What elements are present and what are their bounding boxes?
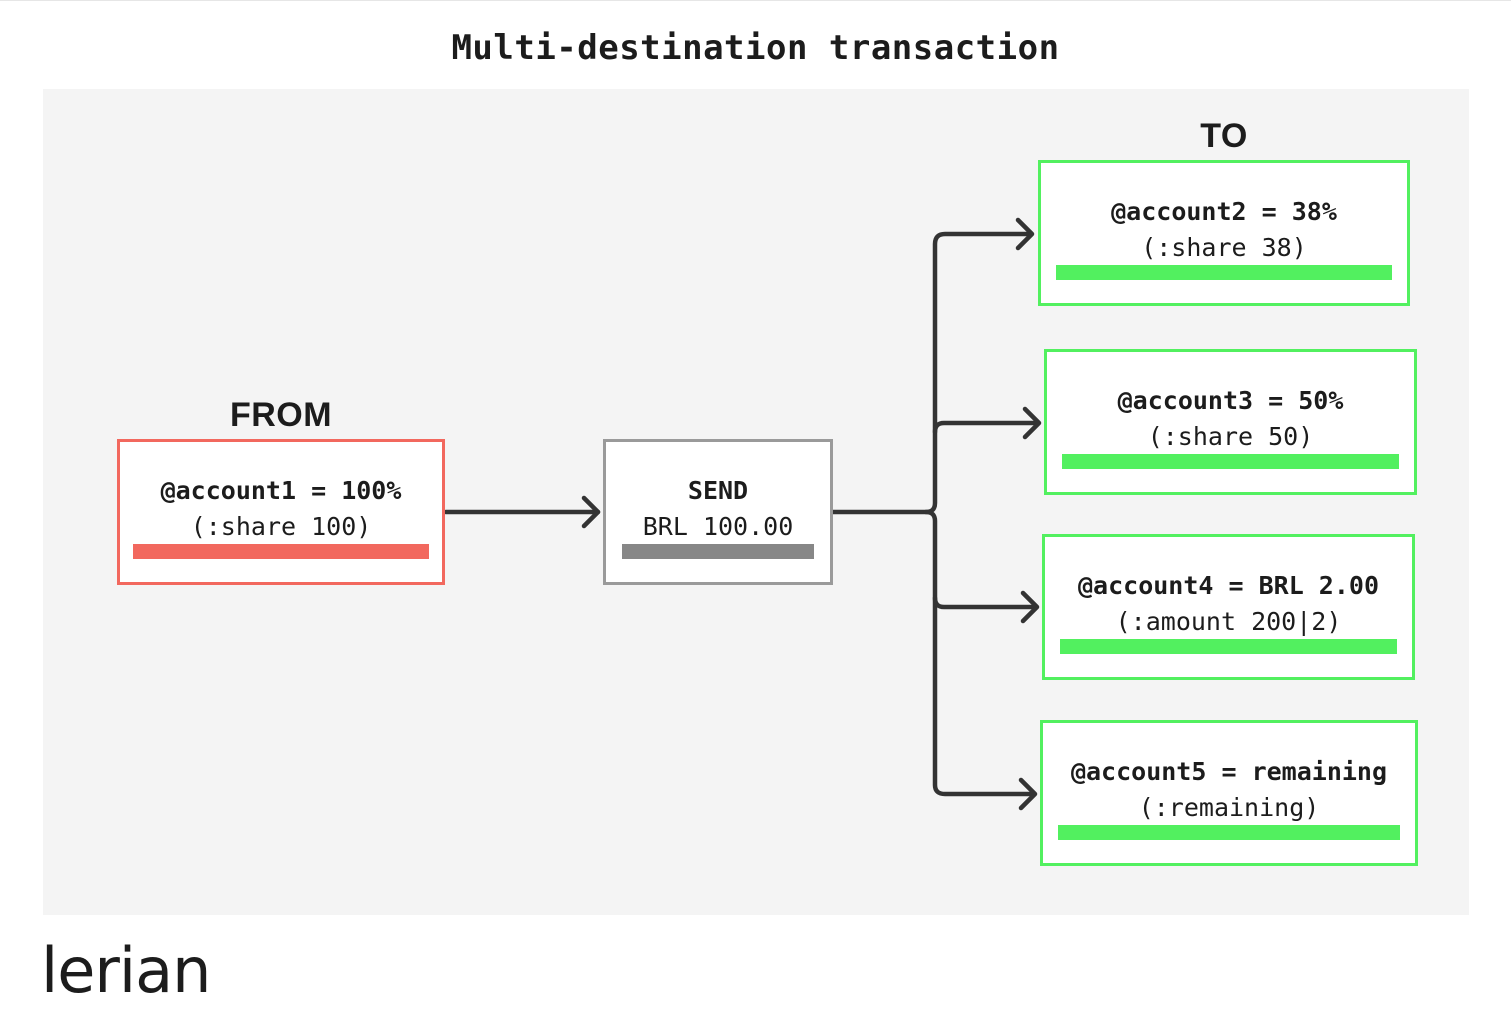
destination-account3-bar	[1062, 454, 1399, 469]
lerian-logo: lerian	[41, 934, 211, 1007]
branch-lower-connector	[923, 509, 1037, 797]
source-color-bar	[133, 544, 429, 559]
arrowhead-account5	[1018, 777, 1038, 811]
destination-account4-label: @account4 = BRL 2.00	[1077, 571, 1380, 600]
top-rule	[0, 0, 1511, 1]
branch-trunk-connector	[830, 231, 1034, 515]
source-account-rule: (:share 100)	[190, 512, 372, 541]
destination-account4-bar	[1060, 639, 1397, 654]
to-label: TO	[1200, 117, 1248, 155]
send-amount: BRL 100.00	[642, 512, 794, 541]
destination-account3-label: @account3 = 50%	[1117, 386, 1344, 415]
destination-account3-node: @account3 = 50% (:share 50)	[1044, 349, 1417, 495]
send-label: SEND	[687, 476, 749, 505]
arrowhead-account4	[1020, 590, 1040, 624]
arrowhead-account3	[1022, 406, 1042, 440]
branch-account3	[932, 420, 1041, 435]
destination-account5-node: @account5 = remaining (:remaining)	[1040, 720, 1418, 866]
send-node: SEND BRL 100.00	[603, 439, 833, 585]
from-label: FROM	[229, 396, 333, 434]
destination-account5-label: @account5 = remaining	[1070, 757, 1388, 786]
destination-account3-rule: (:share 50)	[1147, 422, 1314, 451]
destination-account5-bar	[1058, 825, 1400, 840]
destination-account2-node: @account2 = 38% (:share 38)	[1038, 160, 1410, 306]
branch-account4	[932, 595, 1039, 610]
destination-account2-label: @account2 = 38%	[1111, 197, 1337, 226]
destination-account2-rule: (:share 38)	[1141, 233, 1307, 262]
destination-account2-bar	[1056, 265, 1392, 280]
source-account-label: @account1 = 100%	[160, 476, 402, 505]
arrowhead-account2	[1015, 217, 1035, 251]
destination-account4-node: @account4 = BRL 2.00 (:amount 200|2)	[1042, 534, 1415, 680]
source-account-node: @account1 = 100% (:share 100)	[117, 439, 445, 585]
destination-account5-rule: (:remaining)	[1138, 793, 1320, 822]
arrowhead-send	[581, 495, 601, 529]
send-color-bar	[622, 544, 814, 559]
diagram-title: Multi-destination transaction	[451, 28, 1060, 68]
destination-account4-rule: (:amount 200|2)	[1115, 607, 1342, 636]
